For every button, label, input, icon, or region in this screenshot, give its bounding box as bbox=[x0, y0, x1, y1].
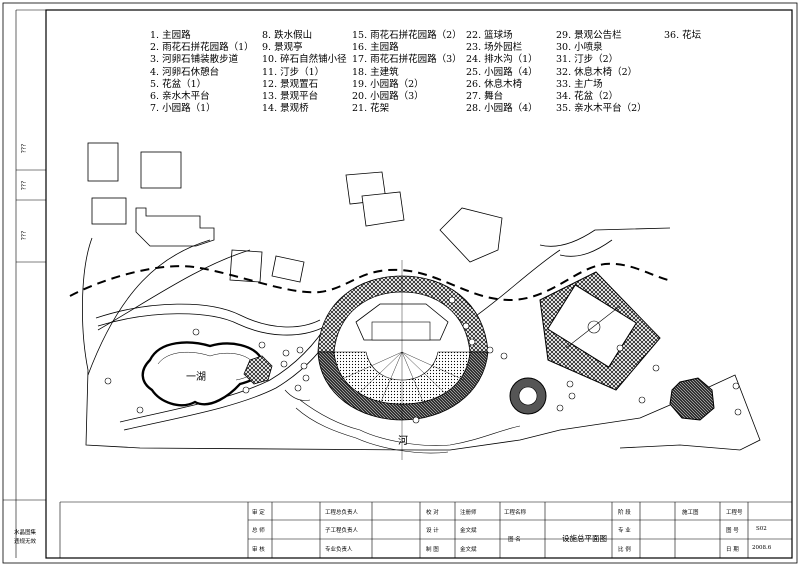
legend-item: 27. 舞台 bbox=[466, 90, 504, 102]
central-plaza bbox=[317, 260, 489, 460]
legend-item: 19. 小园路（2） bbox=[352, 78, 424, 90]
binding-stamp: ??? bbox=[20, 143, 28, 154]
legend-item: 14. 景观桥 bbox=[262, 103, 309, 115]
title-block-grid bbox=[59, 501, 792, 558]
legend-item: 3. 河卵石铺装散步道 bbox=[150, 54, 239, 66]
legend-item: 7. 小园路（1） bbox=[150, 103, 216, 115]
tb-discipline-label: 专 业 bbox=[618, 528, 631, 534]
tb-date: 2008.6 bbox=[752, 545, 772, 551]
legend-item: 15. 雨花石拼花园路（2） bbox=[352, 30, 462, 41]
tb-date-label: 日 期 bbox=[726, 547, 739, 553]
tb-subproject-lead: 子工程负责人 bbox=[325, 528, 359, 534]
legend-item: 5. 花盆（1） bbox=[150, 78, 207, 90]
legend-item: 33. 主广场 bbox=[556, 78, 603, 90]
lake bbox=[141, 341, 266, 407]
tb-project-name-label: 工程名称 bbox=[504, 510, 527, 516]
legend-column-2: 8. 跌水假山 9. 景观亭 10. 碎石自然铺小径 11. 汀步（1） 12.… bbox=[262, 30, 347, 115]
river-label: 河 bbox=[398, 436, 408, 447]
tb-stage-value: 施工图 bbox=[682, 510, 699, 516]
tb-stage-label: 阶 段 bbox=[618, 510, 631, 516]
legend-item: 10. 碎石自然铺小径 bbox=[262, 54, 347, 66]
legend-item: 20. 小园路（3） bbox=[352, 90, 424, 102]
river bbox=[284, 389, 521, 454]
callout-markers bbox=[104, 296, 742, 424]
tb-project-no-label: 工程号 bbox=[726, 510, 743, 516]
legend-item: 6. 亲水木平台 bbox=[150, 90, 210, 102]
tb-drafter-name: 金文斌 bbox=[460, 547, 477, 553]
legend-column-4: 22. 篮球场 23. 场外园栏 24. 排水沟（1） 25. 小园路（4） 2… bbox=[466, 30, 538, 115]
legend-item: 34. 花盆（2） bbox=[556, 90, 619, 102]
legend-item: 23. 场外园栏 bbox=[466, 42, 523, 54]
legend-column-6: 36. 花坛 bbox=[664, 30, 701, 42]
bottom-left-note-line-1: 水晶图集 bbox=[14, 530, 37, 536]
bottom-left-note-line-2: 违规无效 bbox=[14, 539, 37, 545]
legend-item: 18. 主建筑 bbox=[352, 66, 399, 78]
legend-item: 12. 景观置石 bbox=[262, 78, 319, 90]
buildings bbox=[87, 142, 503, 283]
lake-label: 一湖 bbox=[186, 372, 206, 383]
legend-item: 24. 排水沟（1） bbox=[466, 54, 538, 66]
legend-item: 9. 景观亭 bbox=[262, 42, 303, 54]
legend-item: 4. 河卵石休憩台 bbox=[150, 66, 220, 78]
flower-bed bbox=[669, 377, 715, 421]
tb-project-lead: 工程总负责人 bbox=[325, 510, 359, 516]
legend-item: 36. 花坛 bbox=[664, 30, 702, 41]
legend-item: 2. 雨花石拼花园路（1） bbox=[150, 42, 254, 54]
legend-item: 21. 花架 bbox=[352, 103, 390, 115]
tb-drawing-name: 设施总平面图 bbox=[562, 534, 607, 543]
legend-column-3: 15. 雨花石拼花园路（2） 16. 主园路 17. 雨花石拼花园路（3） 18… bbox=[352, 30, 462, 115]
tb-discipline-lead: 专业负责人 bbox=[325, 547, 353, 553]
legend-item: 28. 小园路（4） bbox=[466, 103, 538, 115]
tb-review-label: 审 核 bbox=[252, 547, 265, 553]
legend-item: 13. 景观平台 bbox=[262, 90, 319, 102]
tb-registered: 注册师 bbox=[460, 510, 477, 516]
tb-design-label: 设 计 bbox=[426, 528, 439, 534]
legend-item: 32. 休息木椅（2） bbox=[556, 66, 638, 78]
tb-drawing-name-label: 图 名 bbox=[508, 537, 521, 543]
binding-stamp: ??? bbox=[20, 180, 28, 191]
legend-column-1: 1. 主园路 2. 雨花石拼花园路（1） 3. 河卵石铺装散步道 4. 河卵石休… bbox=[150, 30, 254, 115]
inner-frame bbox=[45, 9, 793, 559]
pavilion bbox=[243, 355, 273, 385]
legend-item: 8. 跌水假山 bbox=[262, 30, 313, 41]
legend-item: 17. 雨花石拼花园路（3） bbox=[352, 54, 462, 66]
legend-item: 31. 汀步（2） bbox=[556, 54, 619, 66]
legend-item: 35. 亲水木平台（2） bbox=[556, 103, 647, 115]
legend-item: 16. 主园路 bbox=[352, 42, 399, 54]
tb-sheet-no: S02 bbox=[756, 526, 767, 532]
legend-item: 26. 休息木椅 bbox=[466, 78, 523, 90]
legend-item: 1. 主园路 bbox=[150, 30, 191, 41]
binding-stamp: ??? bbox=[20, 230, 28, 241]
legend-item: 25. 小园路（4） bbox=[466, 66, 538, 78]
legend-column-5: 29. 景观公告栏 30. 小喷泉 31. 汀步（2） 32. 休息木椅（2） … bbox=[556, 30, 647, 115]
legend-item: 29. 景观公告栏 bbox=[556, 30, 622, 41]
tb-designer-name: 金文斌 bbox=[460, 528, 477, 534]
tb-approve-label: 审 定 bbox=[252, 510, 265, 516]
basketball-court bbox=[539, 271, 661, 391]
tb-sheet-no-label: 图 号 bbox=[726, 528, 739, 534]
tb-scale-label: 比 例 bbox=[618, 547, 631, 553]
legend-item: 22. 篮球场 bbox=[466, 30, 513, 41]
tb-chief-label: 总 师 bbox=[252, 528, 265, 534]
legend-item: 30. 小喷泉 bbox=[556, 42, 603, 54]
tb-check-label: 校 对 bbox=[426, 510, 439, 516]
legend-item: 11. 汀步（1） bbox=[262, 66, 325, 78]
tb-draw-label: 制 图 bbox=[426, 547, 439, 553]
